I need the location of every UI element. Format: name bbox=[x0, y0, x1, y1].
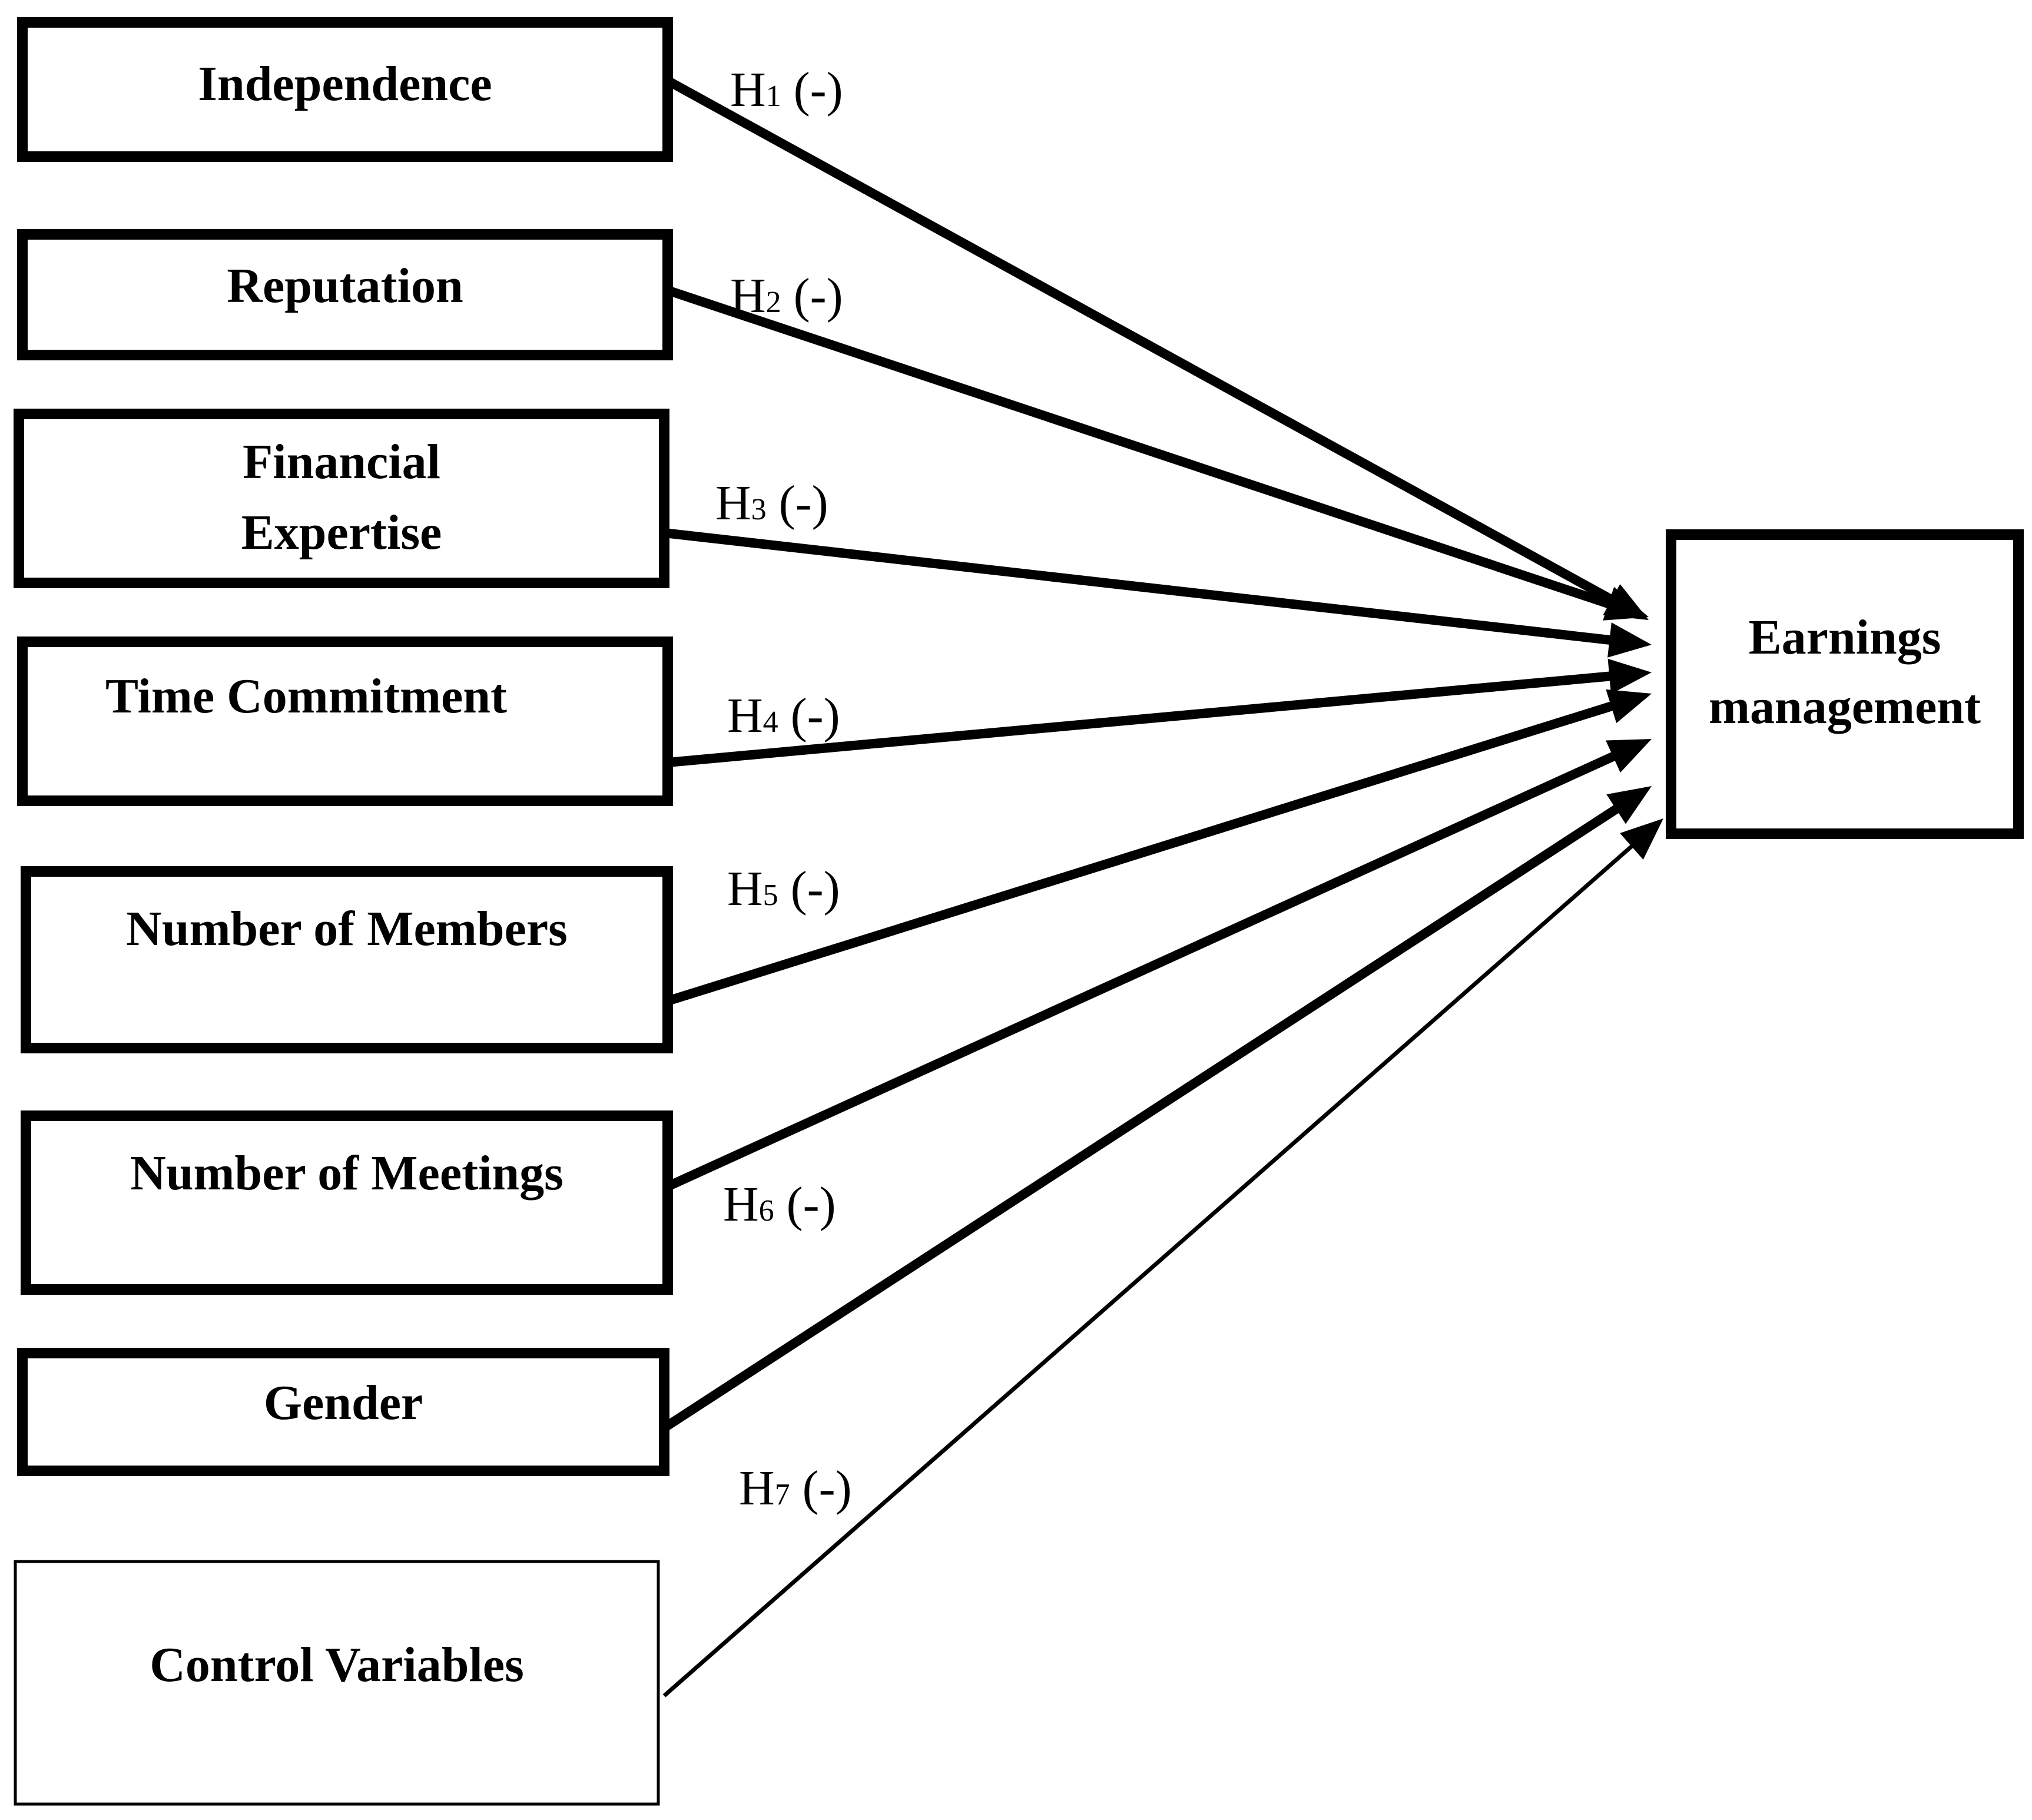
predictor-box-label: Expertise bbox=[241, 505, 442, 560]
hypothesis-labels: H1 (-)H2 (-)H3 (-)H4 (-)H5 (-)H6 (-)H7 (… bbox=[715, 62, 852, 1516]
hypothesis-label-h4: H4 (-) bbox=[727, 688, 840, 743]
predictor-box-time-commitment: Time Commitment bbox=[17, 636, 673, 806]
hypothesis-label-h2: H2 (-) bbox=[730, 268, 843, 323]
predictor-box-number-of-members: Number of Members bbox=[21, 866, 673, 1053]
arrow-line-gender bbox=[661, 803, 1622, 1432]
hypothesis-letter: H bbox=[727, 861, 763, 916]
hypothesis-label-h1: H1 (-) bbox=[730, 62, 843, 117]
hypothesis-label-h5: H5 (-) bbox=[727, 861, 840, 916]
predictor-box-label: Reputation bbox=[227, 258, 463, 313]
arrowhead-gender bbox=[1606, 786, 1652, 824]
hypothesis-sign: (-) bbox=[778, 861, 840, 916]
hypothesis-letter: H bbox=[723, 1177, 759, 1232]
predictor-box-frame bbox=[17, 636, 673, 806]
predictor-box-frame bbox=[21, 1110, 673, 1295]
hypothesis-number: 3 bbox=[751, 493, 767, 526]
predictor-box-frame bbox=[17, 229, 673, 360]
arrow-line-time-commitment bbox=[667, 671, 1614, 767]
predictor-box-label: Number of Meetings bbox=[130, 1146, 563, 1201]
hypothesis-number: 2 bbox=[766, 286, 781, 319]
predictor-box-frame bbox=[17, 1348, 669, 1476]
predictor-box-control-variables: Control Variables bbox=[14, 1560, 660, 1806]
arrowhead-financial-expertise bbox=[1607, 622, 1652, 658]
hypothesis-label-h7: H7 (-) bbox=[739, 1461, 852, 1516]
outcome-box-label: Earnings bbox=[1749, 610, 1941, 665]
predictor-box-number-of-meetings: Number of Meetings bbox=[21, 1110, 673, 1295]
hypothesis-sign: (-) bbox=[778, 688, 840, 743]
hypothesis-sign: (-) bbox=[767, 476, 828, 531]
hypothesis-letter: H bbox=[715, 476, 751, 531]
predictor-box-label: Control Variables bbox=[150, 1637, 524, 1692]
predictor-box-independence: Independence bbox=[17, 17, 673, 162]
predictor-box-frame bbox=[17, 17, 673, 162]
hypothesis-letter: H bbox=[730, 268, 766, 323]
hypothesis-letter: H bbox=[730, 62, 766, 117]
predictor-box-label: Gender bbox=[264, 1375, 423, 1430]
arrow-line-financial-expertise bbox=[664, 528, 1614, 645]
hypothesis-letter: H bbox=[739, 1461, 775, 1516]
hypothesis-sign: (-) bbox=[774, 1177, 836, 1232]
arrow-line-independence bbox=[665, 76, 1617, 606]
predictor-box-reputation: Reputation bbox=[17, 229, 673, 360]
predictor-box-label: Independence bbox=[198, 57, 492, 111]
predictor-box-frame bbox=[14, 409, 669, 588]
predictor-box-frame bbox=[21, 866, 673, 1053]
arrowhead-reputation bbox=[1603, 586, 1649, 621]
predictor-box-gender: Gender bbox=[17, 1348, 669, 1476]
outcome-box-frame bbox=[1666, 529, 2024, 839]
arrowhead-time-commitment bbox=[1607, 658, 1652, 694]
hypothesis-sign: (-) bbox=[781, 62, 843, 117]
hypothesis-number: 1 bbox=[766, 79, 781, 113]
arrow-line-reputation bbox=[666, 286, 1613, 609]
hypothesis-letter: H bbox=[727, 688, 763, 743]
predictor-box-frame bbox=[14, 1560, 660, 1806]
arrowhead-number-of-meetings bbox=[1606, 739, 1652, 773]
predictor-box-label: Financial bbox=[243, 435, 440, 489]
hypothesis-number: 6 bbox=[759, 1194, 774, 1228]
arrow-line-number-of-meetings bbox=[665, 751, 1619, 1191]
arrow-line-control-variables bbox=[662, 842, 1636, 1698]
outcome-box-label: management bbox=[1709, 679, 1981, 734]
hypothesis-number: 5 bbox=[763, 878, 778, 912]
hypothesis-number: 4 bbox=[763, 705, 778, 739]
arrows bbox=[661, 76, 1663, 1698]
predictor-box-label: Time Commitment bbox=[105, 669, 507, 724]
hypothesis-number: 7 bbox=[775, 1478, 790, 1511]
arrow-line-number-of-members bbox=[666, 701, 1616, 1006]
predictor-box-label: Number of Members bbox=[126, 901, 568, 956]
arrowhead-number-of-members bbox=[1606, 689, 1652, 724]
hypothesis-sign: (-) bbox=[790, 1461, 852, 1516]
hypothesis-label-h6: H6 (-) bbox=[723, 1177, 836, 1232]
hypothesis-label-h3: H3 (-) bbox=[715, 476, 828, 531]
arrowhead-control-variables bbox=[1620, 818, 1663, 860]
variable-boxes: IndependenceReputationFinancialExpertise… bbox=[14, 17, 2024, 1806]
outcome-box-earnings-management: Earnings management bbox=[1666, 529, 2024, 839]
hypothesis-sign: (-) bbox=[781, 268, 843, 323]
